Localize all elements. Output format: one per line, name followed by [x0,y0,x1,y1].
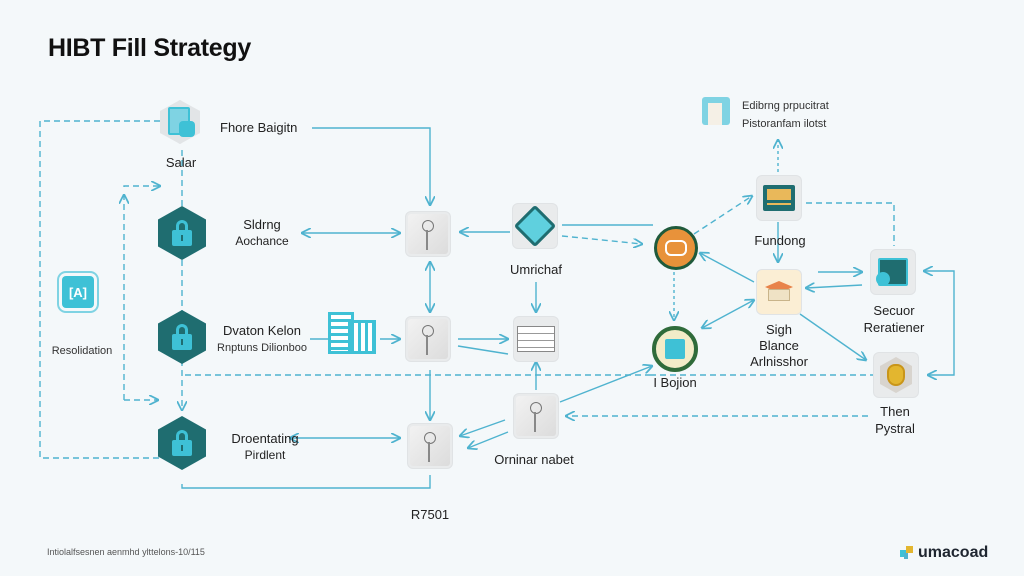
editing-node[interactable] [702,97,730,125]
connector [561,235,642,244]
ibojion-label: I Bojion [653,375,697,390]
umrichaf-node[interactable] [513,204,557,248]
gold-shield-icon [880,357,912,393]
box-icon [765,281,793,303]
connector [460,419,506,436]
orange-circle-icon [665,240,687,256]
page-title: HIBT Fill Strategy [48,34,251,62]
sketch-figure-icon [410,426,450,466]
orange-circle-node[interactable] [654,226,698,270]
connector [312,127,430,205]
ibojion-node[interactable] [652,326,698,372]
sldrng-label: Sldrng [243,217,281,232]
connector [39,120,160,459]
connector [457,345,509,355]
resolution-label: Resolidation [51,345,113,357]
lock-icon [172,430,192,456]
monitor-icon [763,185,795,211]
connector [806,202,895,246]
sigh-label3: Arlnisshor [750,354,808,369]
connector [123,186,160,187]
salar-label: Salar [165,155,197,170]
building-icon [328,312,378,356]
lock-icon [172,220,192,246]
dvaton-sublabel: Rnptuns Dilionboo [217,342,307,354]
connector [702,300,754,328]
gem-icon [513,204,557,248]
connector [700,253,755,283]
droentating-label: Droentating [231,431,299,446]
sketch-figure-icon [516,396,556,436]
document-node[interactable] [514,317,558,361]
then-label2: Pystral [875,421,915,436]
sketch-figure-icon [408,319,448,359]
dvaton-label: Dvaton Kelon [222,323,302,338]
footer-note: Intiolalfsesnen aenmhd ylttelons-10/115 [47,547,205,557]
connector [468,431,509,448]
ai-chip-icon: [A] [62,276,94,308]
brand-mark-icon [900,546,914,560]
secuor-label1: Secuor [873,303,915,318]
screen-user-icon [876,258,908,286]
brand-logo[interactable]: umacoad [900,544,988,562]
folder-icon [702,97,730,125]
sketch-figure-icon [408,214,448,254]
dvaton-node[interactable] [158,310,206,364]
sldrng-sublabel: Aochance [235,234,289,248]
editing-label: Edibrng prpucitrat [742,100,829,112]
droentating-sublabel: Pirdlent [244,448,286,462]
sketch2-node[interactable] [406,317,450,361]
document-gear-icon [160,100,200,144]
document-icon [517,326,555,352]
sketch1-node[interactable] [406,212,450,256]
sldrng-node[interactable] [158,206,206,260]
r7501-label: R7501 [410,507,450,522]
secuor-node[interactable] [871,250,915,294]
blue-card-icon [665,339,685,359]
sketch4-node[interactable] [514,394,558,438]
umrichaf-label: Umrichaf [509,262,563,277]
connector [181,475,431,489]
editing-sublabel: Pistoranfam ilotst [742,118,827,130]
salar-node[interactable] [160,100,200,144]
sigh-label1: Sigh [765,322,793,337]
connector [559,366,652,403]
secuor-label2: Reratiener [863,320,925,335]
then-node[interactable] [874,353,918,397]
droentating-node[interactable] [158,416,206,470]
sketch4-label: Orninar nabet [494,452,574,467]
connector [693,196,752,235]
building-node[interactable] [328,312,378,356]
sigh-label2: Blance [759,338,799,353]
connector [799,313,866,360]
fhore-label: Fhore Baigitn [220,120,298,135]
then-label1: Then [880,404,910,419]
fundong-label: Fundong [754,233,806,248]
brand-name: umacoad [918,544,989,561]
fundong-node[interactable] [757,176,801,220]
connector [806,285,863,288]
resolution-node[interactable]: [A] [62,276,94,308]
sketch3-node[interactable] [408,424,452,468]
connector [924,271,955,375]
sigh-node[interactable] [757,270,801,314]
lock-icon [172,324,192,350]
